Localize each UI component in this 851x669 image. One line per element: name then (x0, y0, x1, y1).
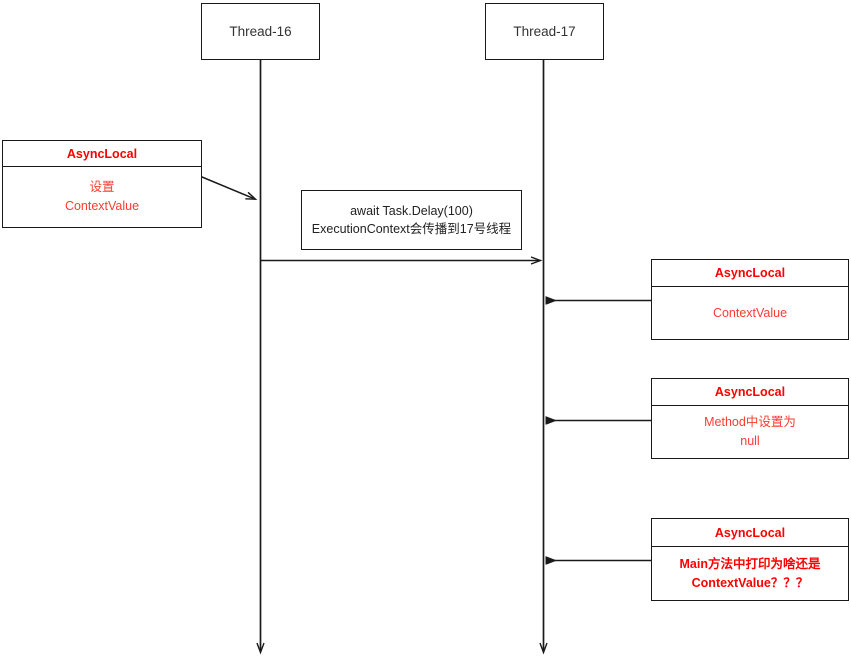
box-asynclocal-set-line2: ContextValue (64, 199, 140, 213)
box-asynclocal-question[interactable]: AsyncLocal Main方法中打印为啥还是 ContextValue？？？ (651, 518, 849, 601)
box-asynclocal-contextvalue-body: ContextValue (652, 287, 848, 339)
box-asynclocal-question-line2: ContextValue？？？ (691, 575, 809, 590)
box-asynclocal-contextvalue-title: AsyncLocal (652, 260, 848, 287)
box-asynclocal-set[interactable]: AsyncLocal 设置 ContextValue (2, 140, 202, 228)
box-asynclocal-null-body: Method中设置为 null (652, 406, 848, 458)
box-asynclocal-question-title: AsyncLocal (652, 519, 848, 547)
box-asynclocal-null-title: AsyncLocal (652, 379, 848, 406)
note-line2: ExecutionContext会传播到17号线程 (311, 222, 512, 236)
box-asynclocal-set-body: 设置 ContextValue (3, 167, 201, 227)
box-asynclocal-question-line1: Main方法中打印为啥还是 (679, 556, 821, 571)
lifeline-head-thread16[interactable]: Thread-16 (201, 3, 320, 60)
lifeline-head-thread17[interactable]: Thread-17 (485, 3, 604, 60)
box-asynclocal-set-line1: 设置 (89, 180, 115, 195)
note-await-task-delay[interactable]: await Task.Delay(100) ExecutionContext会传… (301, 190, 522, 250)
box-asynclocal-contextvalue[interactable]: AsyncLocal ContextValue (651, 259, 849, 340)
box-asynclocal-null[interactable]: AsyncLocal Method中设置为 null (651, 378, 849, 459)
box-asynclocal-null-line2: null (740, 434, 760, 448)
box-asynclocal-question-body: Main方法中打印为啥还是 ContextValue？？？ (652, 547, 848, 600)
box-asynclocal-contextvalue-line1: ContextValue (712, 305, 788, 320)
lifeline-head-thread16-label: Thread-16 (229, 24, 292, 39)
box-asynclocal-set-title: AsyncLocal (3, 141, 201, 167)
box-asynclocal-null-line1: Method中设置为 (704, 415, 796, 430)
note-line1: await Task.Delay(100) (350, 203, 473, 218)
lifeline-head-thread17-label: Thread-17 (513, 24, 576, 39)
